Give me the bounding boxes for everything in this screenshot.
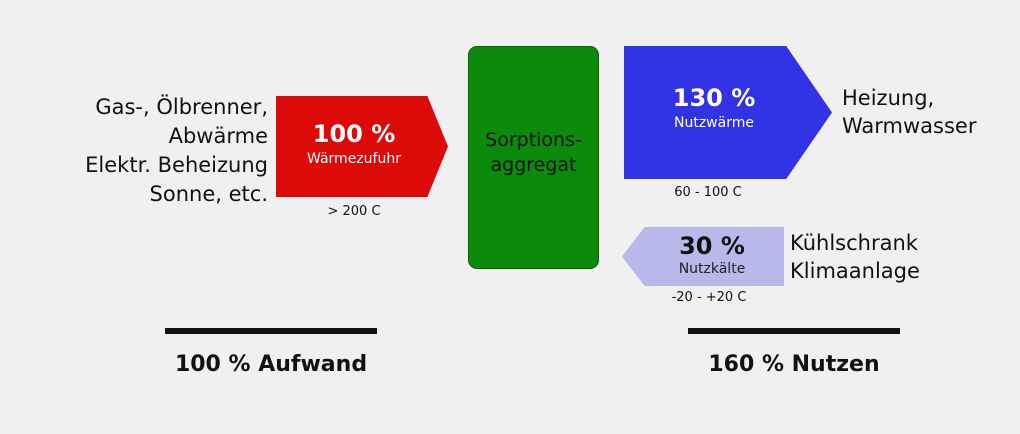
effort-divider: [165, 328, 377, 334]
aggregate-label-line-1: Sorptions-: [485, 129, 582, 151]
heat-input-percent: 100 %: [312, 120, 396, 148]
useful-cold-temperature: -20 - +20 C: [671, 290, 747, 305]
useful-heat-temperature: 60 - 100 C: [674, 185, 742, 200]
source-line-4: Sonne, etc.: [149, 182, 268, 206]
source-line-3: Elektr. Beheizung: [85, 153, 268, 177]
useful-cold-percent: 30 %: [679, 232, 745, 260]
useful-cold-label: Nutzkälte: [678, 261, 746, 277]
sorption-aggregate: [468, 46, 599, 269]
useful-heat-label: Nutzwärme: [674, 115, 754, 131]
effort-summary: 100 % Aufwand: [174, 352, 368, 377]
useful-cold-arrow: [622, 227, 784, 286]
heat-input-temperature: > 200 C: [327, 204, 381, 219]
aggregate-label: Sorptions- aggregat: [468, 128, 599, 178]
energy-sources: Gas-, Ölbrenner, Abwärme Elektr. Beheizu…: [20, 93, 268, 209]
cold-use-line-2: Klimaanlage: [790, 259, 920, 283]
aggregate-label-line-2: aggregat: [490, 154, 577, 176]
useful-heat-percent: 130 %: [672, 84, 756, 112]
source-line-2: Abwärme: [168, 124, 268, 148]
heat-input-label: Wärmezufuhr: [307, 151, 401, 167]
useful-heat-arrow: [624, 46, 832, 179]
source-line-1: Gas-, Ölbrenner,: [95, 95, 268, 119]
heat-use-line-2: Warmwasser: [842, 114, 977, 138]
benefit-summary: 160 % Nutzen: [708, 352, 880, 377]
heat-input-arrow: [276, 96, 448, 197]
cold-use-line-1: Kühlschrank: [790, 231, 918, 255]
heat-use-line-1: Heizung,: [842, 86, 935, 110]
heat-uses: Heizung, Warmwasser: [842, 84, 977, 140]
benefit-divider: [688, 328, 900, 334]
cold-uses: Kühlschrank Klimaanlage: [790, 229, 920, 285]
